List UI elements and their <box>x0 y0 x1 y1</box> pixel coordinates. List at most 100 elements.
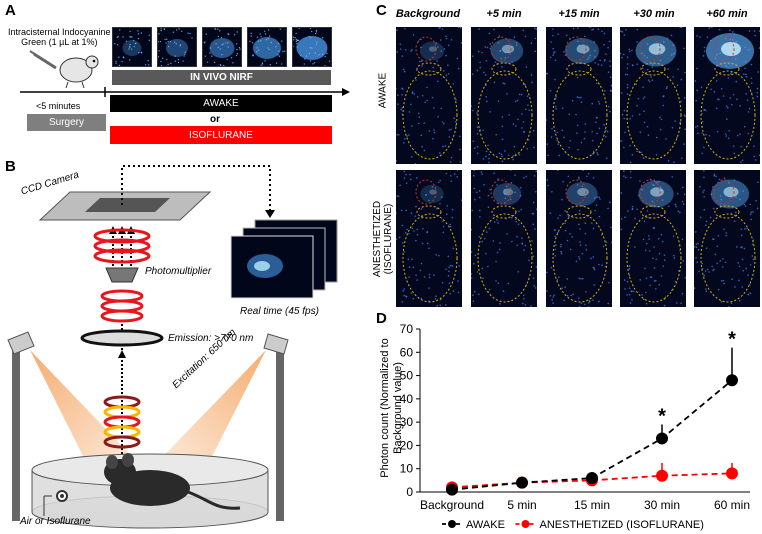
speckle <box>411 48 413 51</box>
speckle <box>293 36 295 39</box>
speckle <box>683 193 686 196</box>
speckle <box>561 287 563 289</box>
speckle <box>666 86 668 88</box>
speckle <box>217 35 220 38</box>
speckle <box>731 31 734 33</box>
speckle <box>587 306 590 307</box>
speckle <box>680 302 682 305</box>
speckle <box>549 294 552 297</box>
speckle <box>681 200 684 203</box>
speckle <box>584 131 586 133</box>
speckle <box>578 178 580 180</box>
speckle <box>715 80 718 82</box>
speckle <box>663 259 666 261</box>
speckle <box>713 173 716 176</box>
speckle <box>532 255 535 257</box>
speckle <box>564 229 567 232</box>
speckle <box>712 238 714 240</box>
speckle <box>460 41 462 44</box>
speckle <box>644 249 647 252</box>
speckle <box>672 235 675 237</box>
signal-core <box>501 44 515 54</box>
speckle <box>704 288 707 290</box>
speckle <box>510 216 513 219</box>
speckle <box>547 154 549 157</box>
speckle <box>623 109 626 112</box>
image-awake-5min <box>471 27 537 164</box>
speckle <box>396 212 397 214</box>
speckle <box>550 266 553 269</box>
speckle <box>260 36 262 38</box>
speckle <box>425 194 427 196</box>
speckle <box>698 270 700 273</box>
speckle <box>328 60 331 62</box>
speckle <box>553 52 555 54</box>
speckle <box>603 123 605 126</box>
speckle <box>316 41 318 43</box>
speckle <box>309 46 312 49</box>
speckle <box>473 262 475 265</box>
speckle <box>564 286 566 288</box>
signal-core <box>576 44 590 54</box>
speckle <box>675 205 677 208</box>
speckle <box>712 269 714 272</box>
speckle <box>566 294 569 297</box>
y-axis-label-line2: Background value) <box>392 362 404 454</box>
speckle <box>610 226 612 229</box>
speckle <box>569 139 571 142</box>
speckle <box>587 172 590 175</box>
speckle <box>628 274 631 277</box>
speckle <box>674 120 676 122</box>
roi-cisterna <box>713 36 735 62</box>
image-anesthetized-15min <box>546 170 612 307</box>
image-awake-15min <box>546 27 612 164</box>
speckle <box>623 34 626 36</box>
speckle <box>579 244 582 246</box>
speckle <box>440 196 443 198</box>
speckle <box>641 294 643 296</box>
speckle <box>166 38 168 40</box>
speckle <box>637 97 640 100</box>
speckle <box>436 46 439 48</box>
image-anesthetized-60min <box>694 170 760 307</box>
speckle <box>655 154 658 156</box>
speckle <box>636 150 638 153</box>
speckle <box>222 43 224 45</box>
speckle <box>236 53 239 55</box>
speckle <box>588 299 591 302</box>
speckle <box>184 51 186 53</box>
speckle <box>122 36 124 38</box>
speckle <box>750 92 753 94</box>
speckle <box>576 96 579 98</box>
speckle <box>694 80 697 82</box>
legend-item-1: ANESTHETIZED (ISOFLURANE) <box>515 519 704 531</box>
speckle <box>478 196 481 199</box>
speckle <box>603 60 606 62</box>
speckle <box>738 279 740 282</box>
speckle <box>676 192 679 195</box>
speckle <box>476 145 479 148</box>
speckle <box>182 60 184 62</box>
speckle <box>559 214 561 217</box>
speckle <box>428 247 430 250</box>
speckle <box>174 41 176 44</box>
speckle <box>587 301 590 304</box>
speckle <box>728 129 730 132</box>
legend-label: ANESTHETIZED (ISOFLURANE) <box>540 519 704 531</box>
speckle <box>296 42 298 45</box>
speckle <box>598 300 600 303</box>
y-tick-label: 0 <box>406 485 413 499</box>
speckle <box>750 63 753 66</box>
speckle <box>509 170 512 171</box>
speckle <box>647 79 650 81</box>
speckle <box>313 62 316 64</box>
speckle <box>448 270 450 273</box>
speckle <box>259 33 261 35</box>
speckle <box>581 277 584 280</box>
speckle <box>578 277 581 280</box>
speckle <box>667 160 670 162</box>
speckle <box>117 35 119 38</box>
speckle <box>436 305 439 307</box>
speckle <box>642 157 645 159</box>
roi-neck <box>640 205 666 219</box>
